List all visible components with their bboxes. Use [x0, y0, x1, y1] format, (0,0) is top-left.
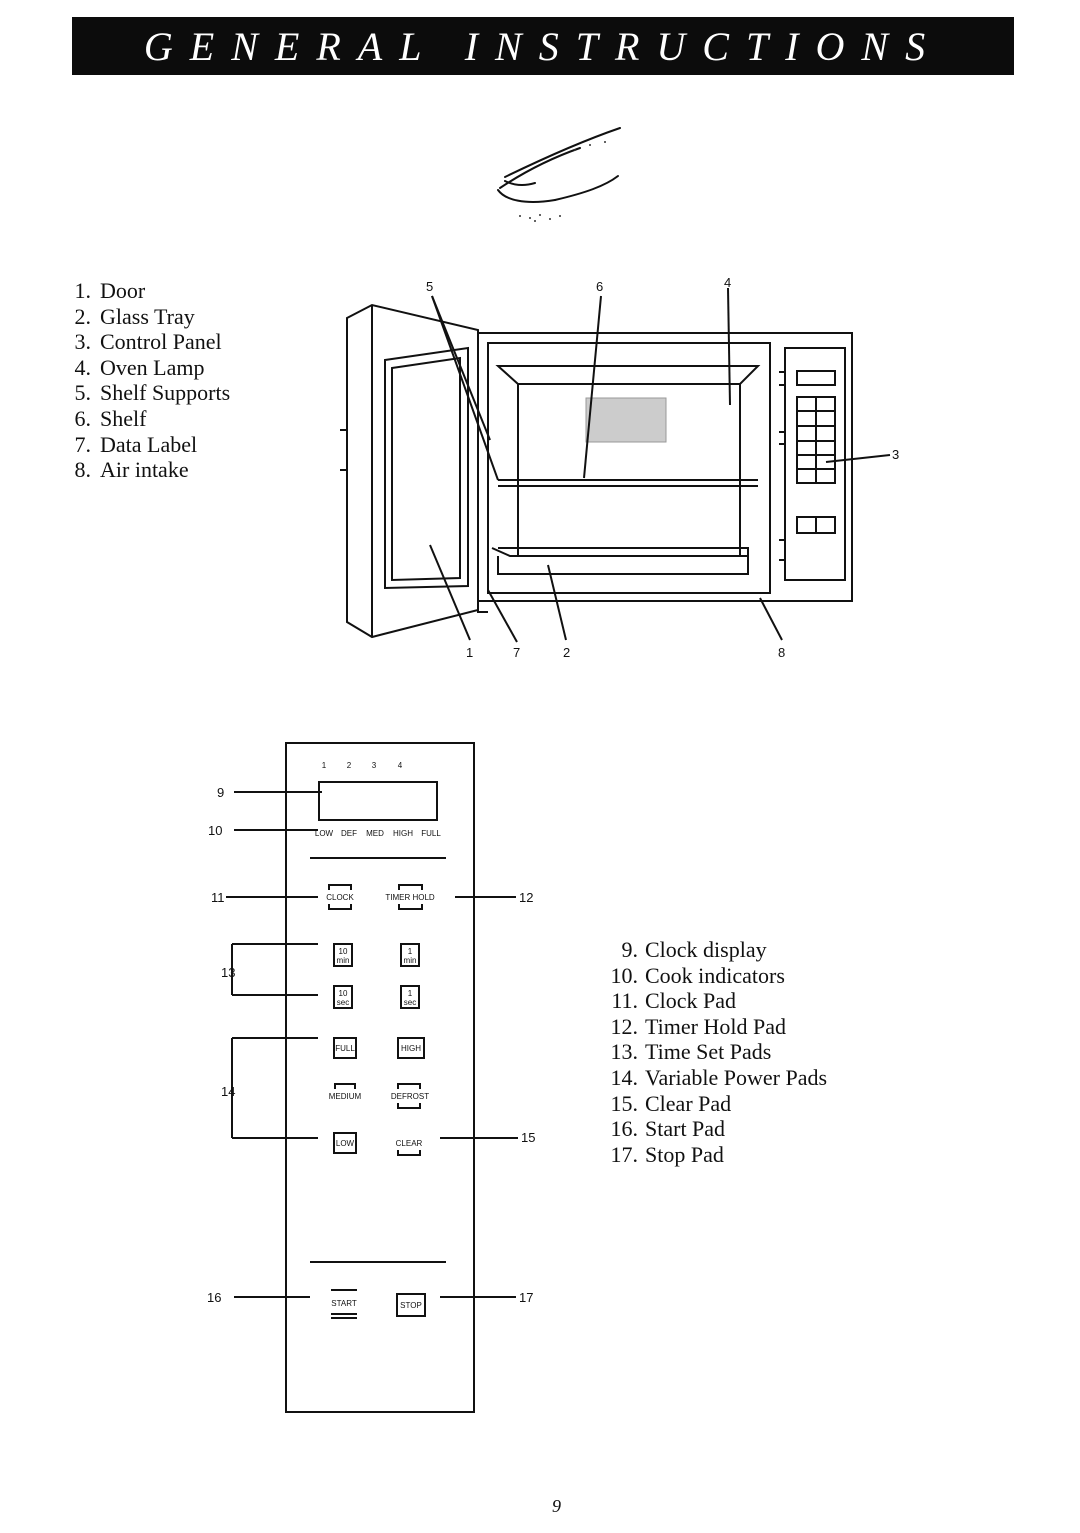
- list-item: 15.Clear Pad: [610, 1090, 732, 1116]
- callout-7: 7: [513, 645, 520, 660]
- ten-sec-pad-top[interactable]: 10: [339, 989, 348, 998]
- cook-indicator-defrost: DEF: [341, 829, 357, 838]
- medium-power-pad[interactable]: MEDIUM: [329, 1092, 362, 1101]
- control-panel-parts-list: 9.Clock display 10.Cook indicators 11.Cl…: [600, 937, 828, 1167]
- list-item: 8.Air intake: [74, 457, 189, 483]
- section-title: GENERAL INSTRUCTIONS: [143, 23, 943, 69]
- section-title-banner: GENERAL INSTRUCTIONS: [72, 17, 1014, 75]
- callout-13: 13: [221, 965, 235, 980]
- stage-number: 2: [347, 761, 352, 770]
- one-sec-pad-top[interactable]: 1: [408, 989, 413, 998]
- list-item: 2.Glass Tray: [74, 303, 195, 329]
- list-item: 1.Door: [74, 278, 146, 303]
- callout-1: 1: [466, 645, 473, 660]
- list-item: 10.Cook indicators: [610, 962, 785, 988]
- list-item: 13.Time Set Pads: [610, 1039, 772, 1065]
- parts-list: 1.Door 2.Glass Tray 3.Control Panel 4.Ov…: [55, 278, 231, 483]
- start-pad[interactable]: START: [331, 1299, 357, 1308]
- callout-12: 12: [519, 890, 533, 905]
- list-item: 7.Data Label: [74, 431, 198, 457]
- ten-min-pad-bottom[interactable]: min: [337, 956, 350, 965]
- callout-17: 17: [519, 1290, 533, 1305]
- list-item: 16.Start Pad: [610, 1116, 726, 1142]
- cook-indicator-high: HIGH: [393, 829, 413, 838]
- callout-2: 2: [563, 645, 570, 660]
- page-number: 9: [552, 1496, 561, 1516]
- callout-16: 16: [207, 1290, 221, 1305]
- callout-4: 4: [724, 275, 731, 290]
- list-item: 5.Shelf Supports: [74, 380, 231, 406]
- low-power-pad[interactable]: LOW: [336, 1139, 355, 1148]
- list-item: 12.Timer Hold Pad: [610, 1013, 786, 1039]
- high-power-pad[interactable]: HIGH: [401, 1044, 421, 1053]
- callout-3: 3: [892, 447, 899, 462]
- callout-9: 9: [217, 785, 224, 800]
- callout-15: 15: [521, 1130, 535, 1145]
- one-min-pad-top[interactable]: 1: [408, 947, 413, 956]
- timer-hold-pad[interactable]: TIMER HOLD: [385, 893, 435, 902]
- ten-sec-pad-bottom[interactable]: sec: [337, 998, 349, 1007]
- list-item: 11.Clock Pad: [611, 988, 737, 1014]
- list-item: 14.Variable Power Pads: [610, 1064, 828, 1090]
- list-item: 3.Control Panel: [74, 329, 222, 355]
- callout-6: 6: [596, 279, 603, 294]
- one-sec-pad-bottom[interactable]: sec: [404, 998, 416, 1007]
- list-item: 6.Shelf: [74, 405, 147, 431]
- stage-number: 3: [372, 761, 377, 770]
- list-item: 9.Clock display: [621, 937, 767, 962]
- list-item: 4.Oven Lamp: [74, 354, 205, 380]
- stage-number: 1: [322, 761, 327, 770]
- stage-number: 4: [398, 761, 403, 770]
- list-item: 17.Stop Pad: [610, 1141, 724, 1167]
- cook-indicator-full: FULL: [421, 829, 441, 838]
- callout-11: 11: [211, 890, 225, 905]
- full-power-pad[interactable]: FULL: [335, 1044, 355, 1053]
- callout-14: 14: [221, 1084, 235, 1099]
- clock-pad[interactable]: CLOCK: [326, 893, 354, 902]
- callout-5: 5: [426, 279, 433, 294]
- cook-indicator-low: LOW: [315, 829, 334, 838]
- callout-10: 10: [208, 823, 222, 838]
- callout-8: 8: [778, 645, 785, 660]
- cook-indicator-medium: MED: [366, 829, 384, 838]
- one-min-pad-bottom[interactable]: min: [404, 956, 417, 965]
- defrost-pad[interactable]: DEFROST: [391, 1092, 429, 1101]
- ten-min-pad-top[interactable]: 10: [339, 947, 348, 956]
- clear-pad[interactable]: CLEAR: [396, 1139, 423, 1148]
- stop-pad[interactable]: STOP: [400, 1301, 422, 1310]
